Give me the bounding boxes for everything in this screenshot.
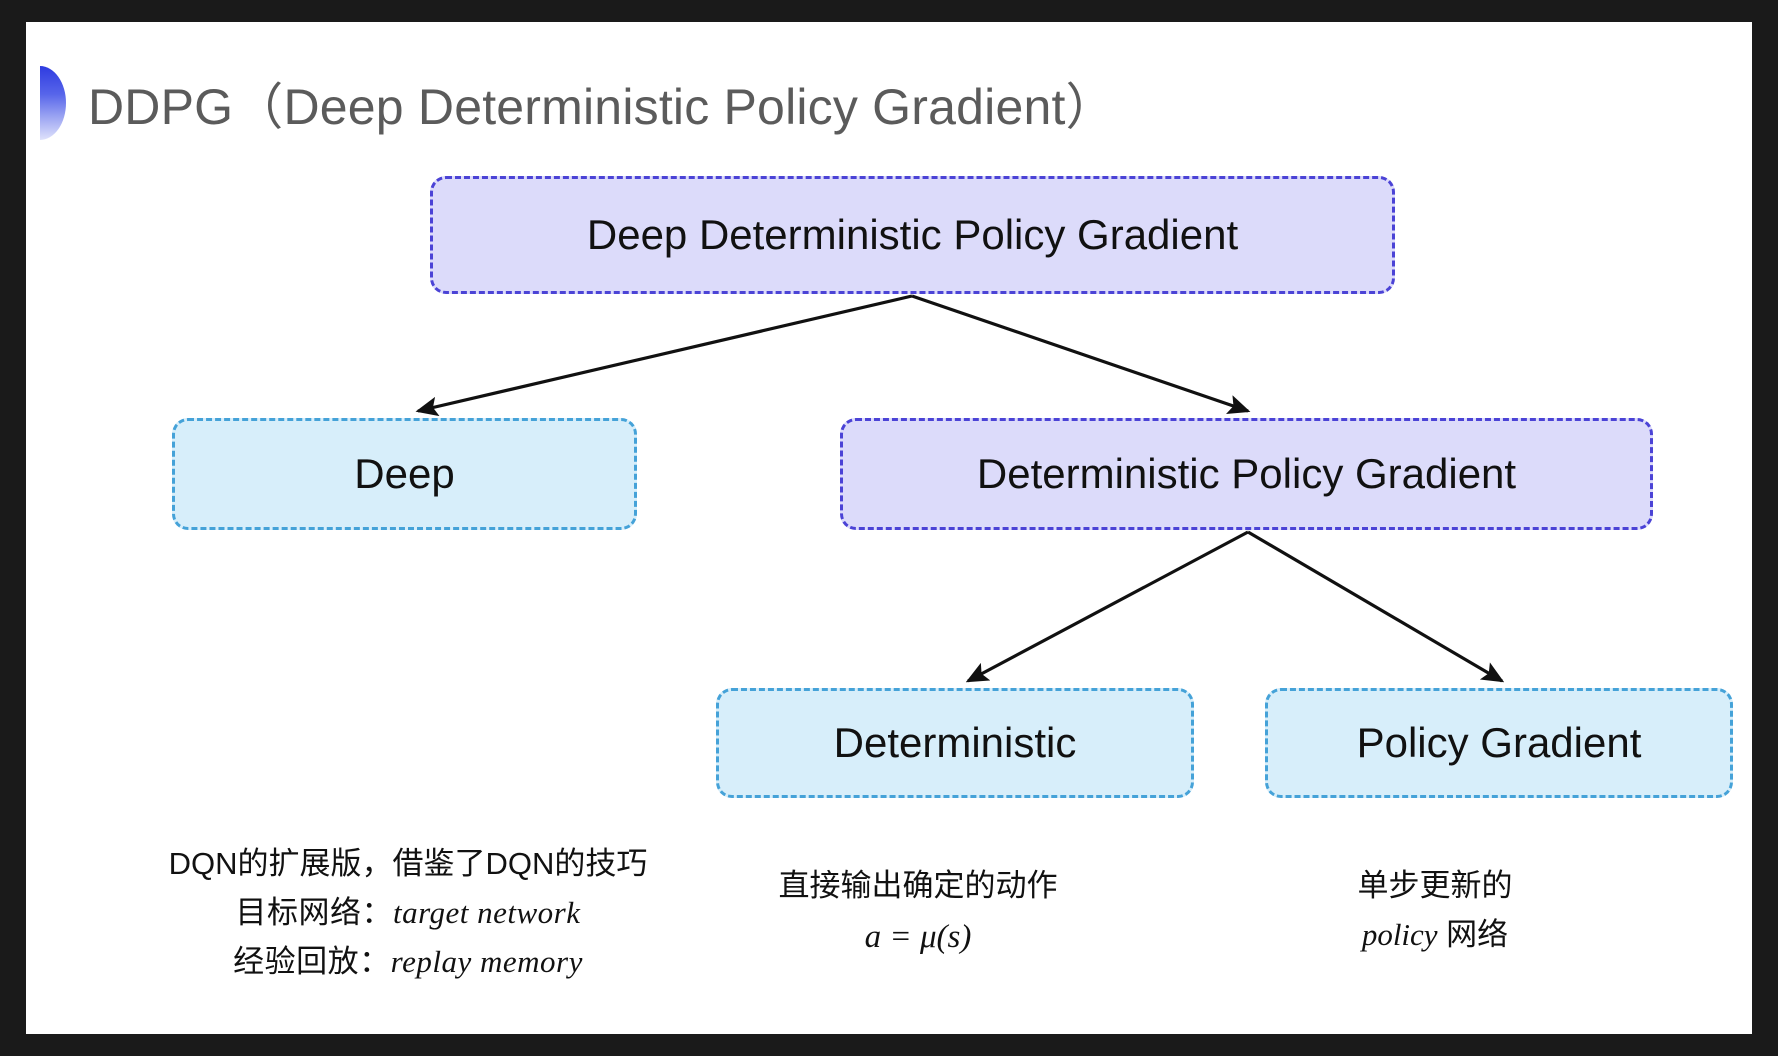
edge-dpg-to-policy-gradient — [1247, 530, 1505, 683]
node-label: Deep — [354, 450, 455, 497]
annotation-deterministic-line-1: 直接输出确定的动作 — [778, 868, 1058, 903]
slide-title-row: DDPG（Deep Deterministic Policy Gradient） — [40, 66, 1116, 140]
slide-frame-left — [0, 0, 26, 1056]
annotation-deep: DQN的扩展版，借鉴了DQN的技巧 目标网络：target network 经验… — [148, 840, 668, 987]
node-label: Deterministic Policy Gradient — [976, 450, 1517, 497]
annotation-deterministic: 直接输出确定的动作 a = μ(s) — [748, 862, 1088, 963]
edge-root-to-deep — [415, 294, 913, 417]
node-label: Deep Deterministic Policy Gradient — [586, 211, 1239, 258]
node-policy-gradient[interactable]: Policy Gradient — [1265, 688, 1733, 798]
node-deep-deterministic-policy-gradient[interactable]: Deep Deterministic Policy Gradient — [430, 176, 1395, 294]
edge-dpg-to-deterministic — [965, 530, 1249, 683]
annotation-policy-gradient: 单步更新的 policy 网络 — [1270, 862, 1600, 960]
annotation-deep-term-target-network: target network — [392, 894, 581, 930]
annotation-policy-gradient-line-2: policy 网络 — [1270, 911, 1600, 960]
edge-root-to-dpg — [911, 294, 1251, 414]
slide-frame-top — [0, 0, 1778, 22]
slide-frame-right — [1752, 0, 1778, 1056]
slide-frame-bottom — [0, 1034, 1778, 1056]
annotation-deep-line-3: 经验回放：replay memory — [148, 938, 668, 987]
node-deterministic[interactable]: Deterministic — [716, 688, 1194, 798]
annotation-policy-gradient-term: policy — [1361, 916, 1438, 952]
annotation-deep-label-target: 目标网络： — [235, 894, 393, 930]
annotation-policy-gradient-line-1: 单步更新的 — [1357, 868, 1513, 903]
annotation-deep-term-replay-memory: replay memory — [390, 943, 583, 979]
annotation-deep-label-replay: 经验回放： — [233, 943, 391, 979]
annotation-deep-line-1: DQN的扩展版，借鉴了DQN的技巧 — [168, 846, 648, 881]
node-deterministic-policy-gradient[interactable]: Deterministic Policy Gradient — [840, 418, 1653, 530]
annotation-policy-gradient-suffix: 网络 — [1437, 916, 1509, 952]
half-circle-gradient-icon — [40, 66, 66, 140]
node-label: Policy Gradient — [1356, 719, 1642, 766]
node-deep[interactable]: Deep — [172, 418, 637, 530]
annotation-deterministic-formula: a = μ(s) — [864, 918, 972, 955]
node-label: Deterministic — [833, 719, 1077, 766]
annotation-deep-line-2: 目标网络：target network — [148, 889, 668, 938]
page-title: DDPG（Deep Deterministic Policy Gradient） — [88, 79, 1116, 135]
